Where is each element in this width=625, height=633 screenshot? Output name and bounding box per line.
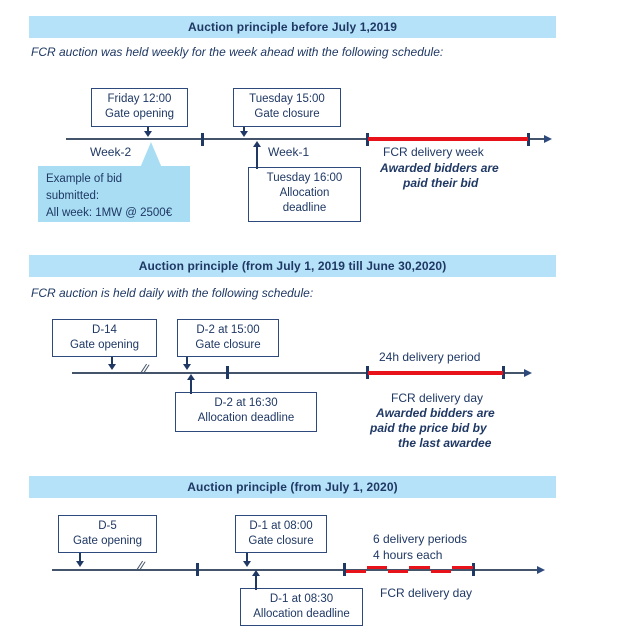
timeline-tick-delivery-end-3 [472,563,475,576]
section-2-banner: Auction principle (from July 1, 2019 til… [29,255,556,277]
timeline-tick-week-boundary [201,133,204,146]
delivery-day-bar-2 [368,371,503,375]
bid-example-callout: Example of bid submitted: All week: 1MW … [38,166,190,222]
section-auction-before-july-2019: Auction principle before July 1,2019 FCR… [0,0,625,240]
axis-label-periods-line-1: 6 delivery periods [373,532,468,546]
callout-tail-icon [140,142,162,168]
allocation-deadline-arrowhead-icon [253,141,261,147]
allocation-deadline-stem [256,146,258,169]
allocation-deadline-line-1: D-1 at 08:30 [269,593,334,605]
allocation-deadline-line-1: D-2 at 16:30 [214,397,278,409]
gate-opening-arrowhead-icon [144,131,152,137]
timeline-tick-delivery-start-2 [366,366,369,379]
gate-closure-stem [243,127,245,134]
gate-closure-stem-2 [186,357,188,365]
gate-opening-line-2: Gate opening [72,535,143,547]
allocation-deadline-line-2: Allocation [279,187,330,199]
timeline-axis-1 [66,138,544,140]
gate-opening-line-2: Gate opening [104,108,175,120]
allocation-deadline-arrowhead-icon-2 [187,374,195,380]
gate-closure-line-2: Gate closure [195,339,261,351]
delivery-period-5 [431,570,451,573]
timeline-tick-delivery-end-2 [502,366,505,379]
section-1-banner: Auction principle before July 1,2019 [29,16,556,38]
gate-closure-box: D-1 at 08:00 Gate closure [235,515,327,553]
section-auction-july-2019-june-2020: Auction principle (from July 1, 2019 til… [0,240,625,460]
timeline-axis-2 [72,372,524,374]
gate-opening-line-1: D-14 [92,324,117,336]
bid-example-line-3: All week: 1MW @ 2500€ [46,207,173,219]
gate-closure-line-2: Gate closure [248,535,314,547]
gate-closure-stem-3 [246,553,248,562]
axis-label-periods-line-2: 4 hours each [373,548,443,562]
allocation-deadline-box: Tuesday 16:00 Allocation deadline [248,167,361,222]
allocation-deadline-stem-2 [190,379,192,394]
timeline-tick-mid-3 [196,563,199,576]
delivery-period-2 [367,566,387,569]
section-2-subtitle: FCR auction is held daily with the follo… [31,286,314,300]
payment-note-line-2: paid their bid [403,176,479,190]
section-auction-from-july-2020: Auction principle (from July 1, 2020) //… [0,460,625,633]
gate-closure-box: D-2 at 15:00 Gate closure [177,319,279,357]
timeline-tick-delivery-start-3 [343,563,346,576]
bid-example-line-1: Example of bid [46,173,123,185]
payment-note-line-1-2: Awarded bidders are [376,406,495,420]
allocation-deadline-line-1: Tuesday 16:00 [266,172,343,184]
delivery-period-1 [346,570,366,573]
bid-example-line-2: submitted: [46,190,100,202]
axis-label-delivery-day-3: FCR delivery day [380,586,473,600]
section-3-banner: Auction principle (from July 1, 2020) [29,476,556,498]
axis-label-week-minus-2: Week-2 [90,145,132,159]
gate-opening-stem-3 [79,553,81,562]
gate-opening-arrowhead-icon-3 [76,561,84,567]
gate-opening-stem [147,127,149,134]
timeline-axis-arrow-2 [524,369,532,377]
gate-closure-arrowhead-icon [240,131,248,137]
delivery-period-3 [388,570,408,573]
allocation-deadline-box: D-2 at 16:30 Allocation deadline [175,392,317,432]
axis-label-delivery-period-2: 24h delivery period [379,350,481,364]
delivery-period-6 [452,566,473,569]
payment-note-line-2-2: paid the price bid by [370,421,487,435]
delivery-period-4 [409,566,430,569]
gate-opening-line-1: Friday 12:00 [107,93,172,105]
payment-note-line-3-2: the last awardee [398,436,492,450]
timeline-axis-arrow-3 [537,566,545,574]
gate-closure-line-2: Gate closure [254,108,320,120]
allocation-deadline-line-2: Allocation deadline [197,412,295,424]
gate-opening-arrowhead-icon-2 [108,364,116,370]
payment-note-line-1: Awarded bidders are [380,161,499,175]
timeline-axis-3 [52,569,537,571]
timeline-axis-arrow-1 [544,135,552,143]
axis-break-icon-2: // [139,360,150,377]
gate-opening-line-1: D-5 [98,520,117,532]
gate-closure-arrowhead-icon-3 [243,561,251,567]
allocation-deadline-box: D-1 at 08:30 Allocation deadline [240,588,363,626]
delivery-week-bar [368,137,528,141]
gate-opening-box: D-5 Gate opening [58,515,157,553]
axis-label-delivery-week: FCR delivery week [383,145,484,159]
gate-closure-line-1: Tuesday 15:00 [249,93,325,105]
axis-label-delivery-day-2: FCR delivery day [391,391,484,405]
allocation-deadline-line-2: Allocation deadline [253,608,350,620]
gate-closure-arrowhead-icon-2 [183,364,191,370]
timeline-tick-delivery-start [366,133,369,146]
gate-opening-line-2: Gate opening [69,339,140,351]
section-1-subtitle: FCR auction was held weekly for the week… [31,45,444,59]
gate-opening-box: Friday 12:00 Gate opening [91,88,188,127]
gate-closure-line-1: D-1 at 08:00 [249,520,313,532]
allocation-deadline-line-3: deadline [282,202,327,214]
allocation-deadline-arrowhead-icon-3 [252,570,260,576]
timeline-tick-mid-2 [226,366,229,379]
gate-closure-box: Tuesday 15:00 Gate closure [233,88,341,127]
allocation-deadline-stem-3 [255,575,257,590]
gate-opening-box: D-14 Gate opening [52,319,157,357]
gate-opening-stem-2 [111,357,113,365]
timeline-tick-delivery-end [527,133,530,146]
axis-break-icon-3: // [135,557,146,574]
axis-label-week-minus-1: Week-1 [268,145,310,159]
gate-closure-line-1: D-2 at 15:00 [196,324,260,336]
